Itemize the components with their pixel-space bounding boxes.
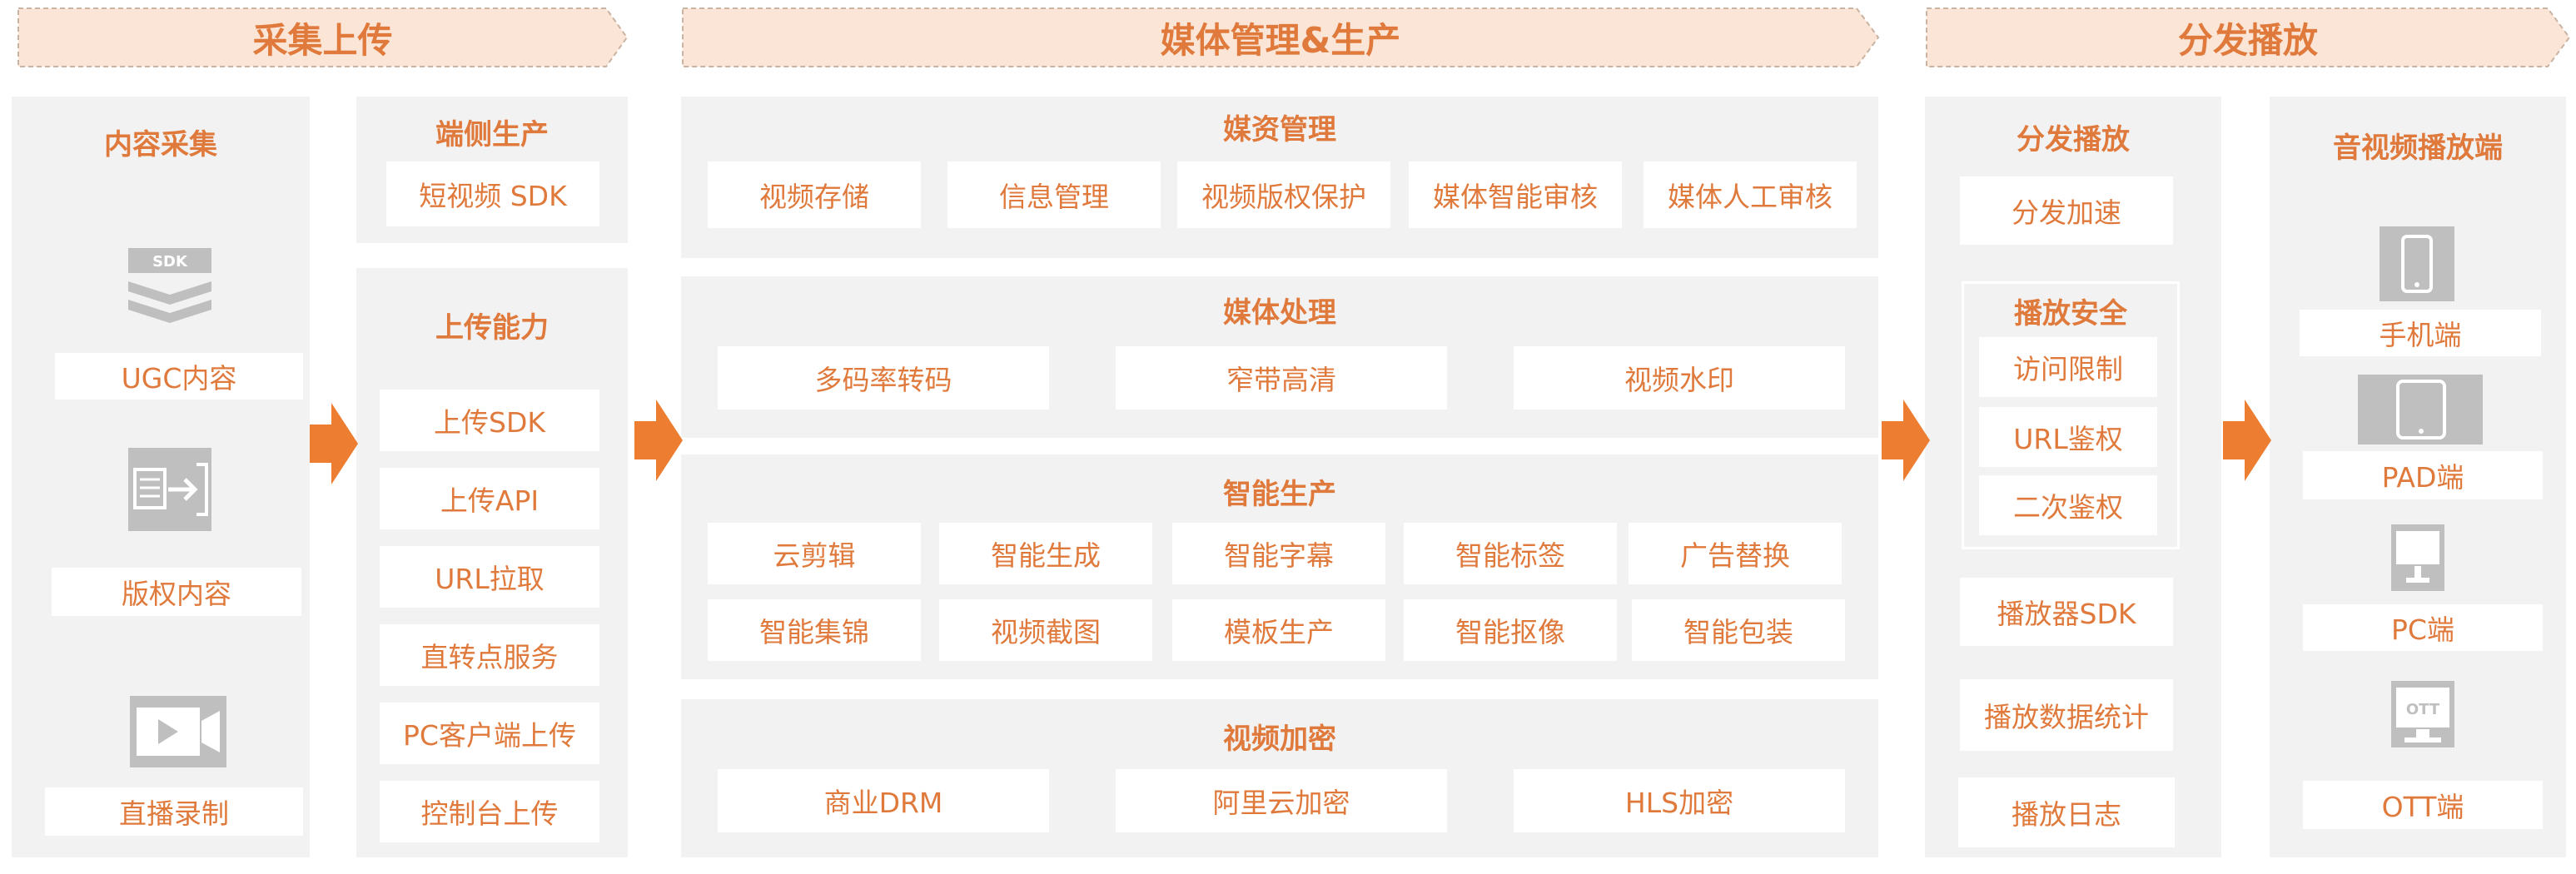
panel-title: 媒资管理 [1223,113,1336,146]
smart-production-item: 智能标签 [1404,523,1617,584]
sdk-icon: SDK [128,248,211,323]
short-video-sdk-box: 短视频 SDK [386,161,599,226]
encryption-item: HLS加密 [1514,769,1845,832]
panel-title: 内容采集 [104,128,217,161]
flow-arrow-icon [1882,400,1930,481]
smart-production-item: 智能集锦 [708,599,921,661]
panel-upload: 上传能力 上传SDK 上传API URL拉取 直转点服务 PC客户端上传 控制台… [356,268,628,857]
banner-label: 采集上传 [252,19,393,61]
panel-distribution: 分发播放 分发加速 播放安全 访问限制 URL鉴权 二次鉴权 播放器SDK 播放… [1925,97,2221,857]
security-item: 访问限制 [1979,337,2157,397]
player-item: PAD端 [2303,451,2543,499]
panel-title: 端侧生产 [435,118,549,151]
smart-production-item: 智能抠像 [1404,599,1617,661]
monitor-icon [2391,524,2444,591]
flow-arrow-icon [310,403,358,484]
media-processing-item: 窄带高清 [1116,346,1447,410]
media-processing-item: 多码率转码 [718,346,1049,410]
collect-item-copyright: 版权内容 [52,568,301,616]
encryption-item: 阿里云加密 [1116,769,1447,832]
distribution-item: 播放器SDK [1960,578,2173,646]
smart-production-item: 视频截图 [939,599,1152,661]
media-asset-item: 媒体人工审核 [1644,161,1857,228]
panel-title: 视频加密 [1223,723,1336,756]
panel-title: 分发播放 [2017,123,2130,156]
smart-production-item: 云剪辑 [708,523,921,584]
banner-shape [17,7,629,67]
collect-item-ugc: UGC内容 [55,353,303,400]
distribution-item: 播放日志 [1958,777,2175,847]
upload-item: 直转点服务 [380,624,599,686]
smart-production-item: 智能包装 [1632,599,1845,661]
banner-media-production: 媒体管理&生产 [681,7,1880,68]
panel-media-processing: 媒体处理 多码率转码 窄带高清 视频水印 [681,276,1878,438]
smart-production-item: 模板生产 [1172,599,1385,661]
panel-title: 智能生产 [1223,478,1336,511]
banner-label: 分发播放 [2177,19,2318,61]
upload-item: 上传SDK [380,390,599,451]
document-transfer-icon [128,448,211,531]
media-processing-item: 视频水印 [1514,346,1845,410]
svg-text:OTT: OTT [2406,701,2440,718]
encryption-item: 商业DRM [718,769,1049,832]
phone-icon [2380,226,2454,301]
banner-shape [1926,7,2571,67]
panel-players: 音视频播放端 手机端 PAD端 PC端 OTT [2270,97,2566,857]
panel-edge-production: 端侧生产 短视频 SDK [356,97,628,243]
upload-item: 控制台上传 [380,781,599,842]
smart-production-item: 智能字幕 [1172,523,1385,584]
media-asset-item: 信息管理 [947,161,1161,228]
security-item: 二次鉴权 [1979,475,2157,535]
upload-item: PC客户端上传 [380,703,599,764]
media-asset-item: 视频存储 [708,161,921,228]
panel-title: 上传能力 [435,311,549,345]
tablet-icon [2358,375,2483,444]
player-item: 手机端 [2300,310,2541,356]
banner-shape [682,7,1880,67]
player-item: OTT端 [2303,781,2543,829]
smart-production-item: 广告替换 [1629,523,1842,584]
media-asset-item: 视频版权保护 [1177,161,1390,228]
banner-collect-upload: 采集上传 [17,7,629,68]
upload-item: URL拉取 [380,546,599,608]
panel-video-encryption: 视频加密 商业DRM 阿里云加密 HLS加密 [681,699,1878,857]
subpanel-title: 播放安全 [2014,297,2127,330]
distribution-accel-box: 分发加速 [1960,176,2173,245]
smart-production-item: 智能生成 [939,523,1152,584]
distribution-item: 播放数据统计 [1960,679,2173,751]
banner-label: 媒体管理&生产 [1160,19,1401,61]
upload-item: 上传API [380,468,599,529]
panel-smart-production: 智能生产 云剪辑 智能生成 智能字幕 智能标签 广告替换 智能集锦 视频截图 模… [681,454,1878,679]
tv-box-icon: OTT [2391,681,2454,747]
panel-title: 音视频播放端 [2333,132,2503,165]
media-asset-item: 媒体智能审核 [1409,161,1622,228]
flow-arrow-icon [634,400,683,481]
panel-title: 媒体处理 [1223,296,1336,330]
player-item: PC端 [2303,604,2543,651]
collect-item-live-recording: 直播录制 [45,787,303,836]
panel-content-collect: 内容采集 SDK UGC内容 版权内容 直播录 [12,97,310,857]
play-security-group: 播放安全 访问限制 URL鉴权 二次鉴权 [1962,281,2180,549]
security-item: URL鉴权 [1979,407,2157,467]
panel-media-assets: 媒资管理 视频存储 信息管理 视频版权保护 媒体智能审核 媒体人工审核 [681,97,1878,258]
video-camera-icon [130,696,226,767]
svg-text:SDK: SDK [152,253,188,271]
banner-distribute-play: 分发播放 [1925,7,2571,68]
flow-arrow-icon [2223,400,2271,481]
